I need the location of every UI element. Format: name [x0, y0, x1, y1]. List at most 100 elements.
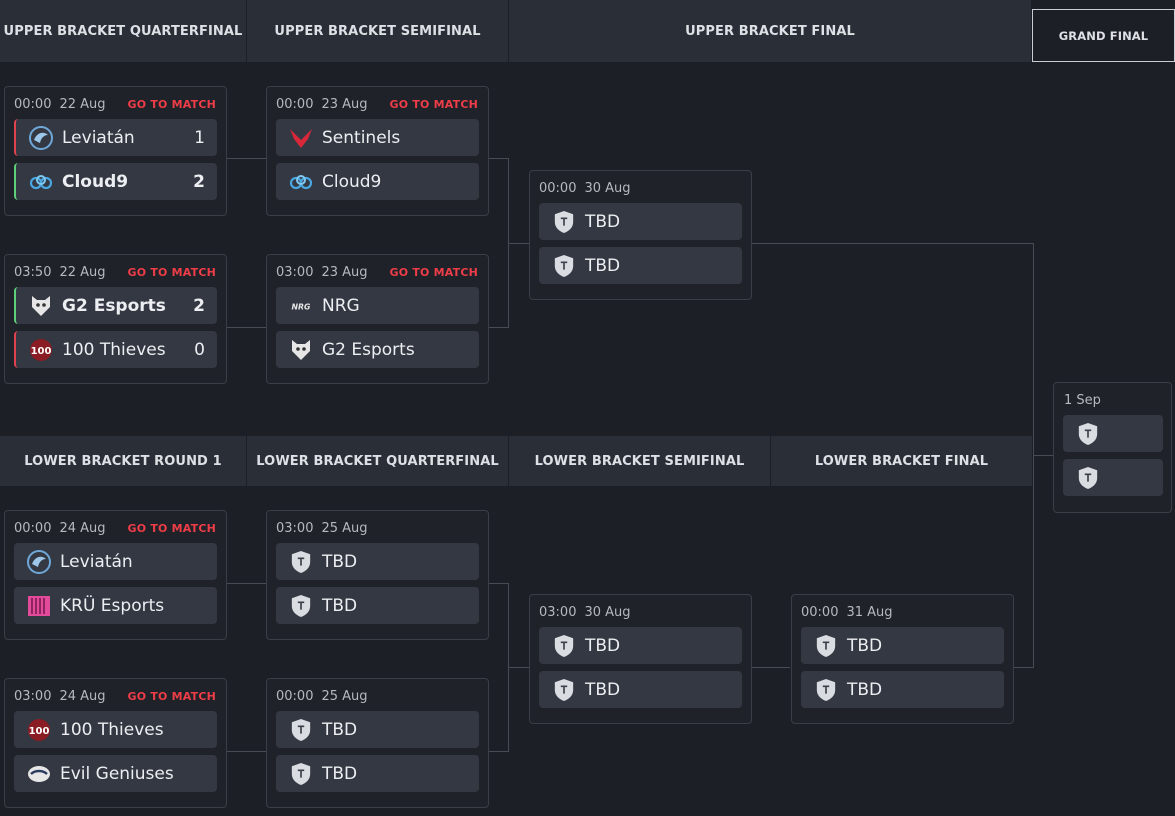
match-date: 24 Aug [59, 688, 106, 704]
team-row[interactable]: Cloud9 2 [14, 163, 217, 200]
match-upper-qf-1[interactable]: 00:00 22 Aug GO TO MATCH Leviatán 1 Clou… [4, 86, 227, 216]
match-date: 25 Aug [321, 688, 368, 704]
team-row[interactable]: TBD [539, 627, 742, 664]
match-date: 23 Aug [321, 96, 368, 112]
match-meta: 03:00 30 Aug [539, 604, 741, 620]
team-score: 2 [193, 295, 205, 316]
connector [489, 583, 509, 584]
match-grand-final[interactable]: 1 Sep [1053, 382, 1172, 513]
tbd-shield-icon [1075, 465, 1101, 491]
team-name: TBD [322, 595, 358, 616]
team-row[interactable]: TBD [276, 587, 479, 624]
tbd-shield-icon [1075, 421, 1101, 447]
team-row[interactable]: KRÜ Esports [14, 587, 217, 624]
match-time: 03:00 [276, 264, 314, 280]
match-upper-sf-1[interactable]: 00:00 23 Aug GO TO MATCH Sentinels Cloud… [266, 86, 489, 216]
team-name: TBD [322, 719, 358, 740]
team-row[interactable] [1063, 415, 1163, 452]
match-date: 22 Aug [59, 96, 106, 112]
match-upper-final[interactable]: 00:00 30 Aug TBD TBD [529, 170, 752, 300]
header-lower-quarterfinal: LOWER BRACKET QUARTERFINAL [247, 436, 509, 486]
nrg-icon [288, 293, 314, 319]
connector [508, 243, 529, 244]
match-lower-semifinal[interactable]: 03:00 30 Aug TBD TBD [529, 594, 752, 724]
team-name: TBD [322, 551, 358, 572]
team-row[interactable]: TBD [801, 671, 1004, 708]
match-time: 00:00 [276, 96, 314, 112]
go-to-match-link[interactable]: GO TO MATCH [389, 97, 478, 111]
connector [752, 243, 1033, 244]
sentinels-icon [288, 125, 314, 151]
go-to-match-link[interactable]: GO TO MATCH [127, 97, 216, 111]
match-lower-r1-1[interactable]: 00:00 24 Aug GO TO MATCH Leviatán KRÜ Es… [4, 510, 227, 640]
team-row[interactable]: 100 Thieves [14, 711, 217, 748]
header-upper-quarterfinal: UPPER BRACKET QUARTERFINAL [0, 0, 247, 62]
team-name: G2 Esports [322, 339, 415, 360]
match-time: 00:00 [801, 604, 839, 620]
leviatan-icon [28, 125, 54, 151]
match-date: 22 Aug [59, 264, 106, 280]
kru-icon [26, 593, 52, 619]
cloud9-icon [288, 169, 314, 195]
team-row[interactable]: TBD [539, 247, 742, 284]
header-lower-final: LOWER BRACKET FINAL [771, 436, 1033, 486]
go-to-match-link[interactable]: GO TO MATCH [127, 689, 216, 703]
team-row[interactable]: G2 Esports [276, 331, 479, 368]
match-upper-qf-2[interactable]: 03:50 22 Aug GO TO MATCH G2 Esports 2 10… [4, 254, 227, 384]
team-row[interactable]: TBD [276, 711, 479, 748]
tbd-shield-icon [551, 209, 577, 235]
team-row[interactable] [1063, 459, 1163, 496]
team-name: Leviatán [62, 127, 135, 148]
team-row[interactable]: TBD [801, 627, 1004, 664]
team-row[interactable]: Leviatán [14, 543, 217, 580]
tbd-shield-icon [551, 677, 577, 703]
team-name: 100 Thieves [60, 719, 164, 740]
tbd-shield-icon [551, 633, 577, 659]
team-row[interactable]: Evil Geniuses [14, 755, 217, 792]
match-lower-qf-2[interactable]: 00:00 25 Aug TBD TBD [266, 678, 489, 808]
match-meta: 00:00 23 Aug GO TO MATCH [276, 96, 478, 112]
team-row[interactable]: TBD [276, 755, 479, 792]
team-row[interactable]: Sentinels [276, 119, 479, 156]
team-row[interactable]: Leviatán 1 [14, 119, 217, 156]
tbd-shield-icon [288, 761, 314, 787]
team-name: Cloud9 [322, 171, 382, 192]
team-name: TBD [847, 635, 883, 656]
100t-icon [28, 337, 54, 363]
header-grand-final: GRAND FINAL [1032, 9, 1175, 62]
match-upper-sf-2[interactable]: 03:00 23 Aug GO TO MATCH NRG G2 Esports [266, 254, 489, 384]
connector [1033, 455, 1054, 456]
match-date: 1 Sep [1064, 393, 1101, 408]
match-lower-r1-2[interactable]: 03:00 24 Aug GO TO MATCH 100 Thieves Evi… [4, 678, 227, 808]
go-to-match-link[interactable]: GO TO MATCH [127, 265, 216, 279]
tbd-shield-icon [813, 677, 839, 703]
tbd-shield-icon [288, 593, 314, 619]
match-date: 30 Aug [584, 180, 631, 196]
team-row[interactable]: G2 Esports 2 [14, 287, 217, 324]
match-lower-qf-1[interactable]: 03:00 25 Aug TBD TBD [266, 510, 489, 640]
team-name: Cloud9 [62, 171, 129, 192]
go-to-match-link[interactable]: GO TO MATCH [389, 265, 478, 279]
team-row[interactable]: 100 Thieves 0 [14, 331, 217, 368]
match-lower-final[interactable]: 00:00 31 Aug TBD TBD [791, 594, 1014, 724]
team-name: 100 Thieves [62, 339, 166, 360]
team-name: TBD [585, 635, 621, 656]
go-to-match-link[interactable]: GO TO MATCH [127, 521, 216, 535]
g2-icon [28, 293, 54, 319]
team-row[interactable]: Cloud9 [276, 163, 479, 200]
match-time: 03:00 [276, 520, 314, 536]
match-time: 00:00 [14, 96, 52, 112]
team-row[interactable]: TBD [276, 543, 479, 580]
tbd-shield-icon [288, 717, 314, 743]
team-name: TBD [322, 763, 358, 784]
team-row[interactable]: TBD [539, 671, 742, 708]
match-time: 00:00 [276, 688, 314, 704]
tbd-shield-icon [551, 253, 577, 279]
match-meta: 00:00 30 Aug [539, 180, 741, 196]
connector [227, 583, 266, 584]
match-time: 00:00 [539, 180, 577, 196]
cloud9-icon [28, 169, 54, 195]
team-row[interactable]: NRG [276, 287, 479, 324]
match-time: 03:50 [14, 264, 52, 280]
team-row[interactable]: TBD [539, 203, 742, 240]
